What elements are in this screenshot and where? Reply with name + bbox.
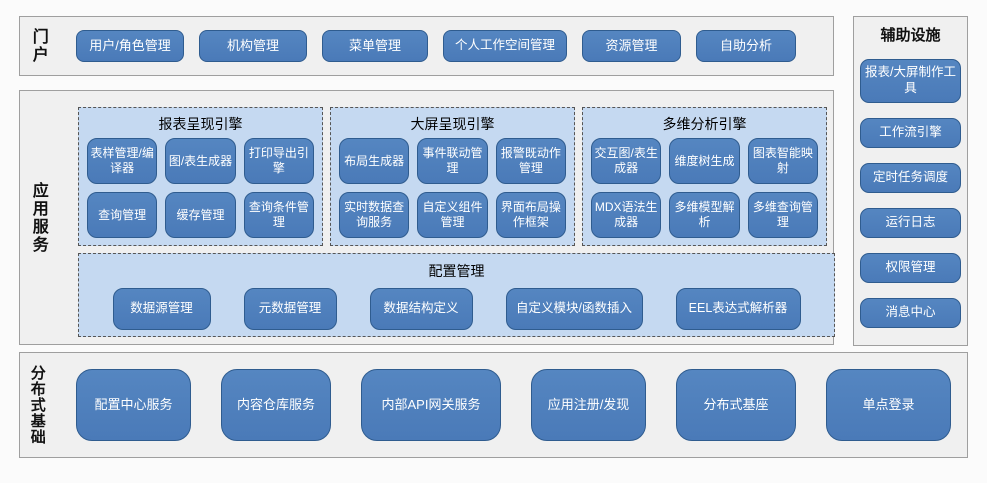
- metadata-mgmt-button[interactable]: 元数据管理: [243, 288, 337, 330]
- auxiliary-facilities-panel: 辅助设施 报表/大屏制作工具 工作流引擎 定时任务调度 运行日志 权限管理 消息…: [853, 16, 968, 346]
- multidim-model-parse-button[interactable]: 多维模型解析: [669, 192, 740, 238]
- auxiliary-button-column: 报表/大屏制作工具 工作流引擎 定时任务调度 运行日志 权限管理 消息中心: [860, 59, 961, 328]
- olap-engine-group: 多维分析引擎 交互图/表生成器 维度树生成 图表智能映射 MDX语法生成器 多维…: [582, 107, 827, 246]
- chart-table-generator-button[interactable]: 图/表生成器: [165, 138, 236, 184]
- custom-module-function-button[interactable]: 自定义模块/函数插入: [505, 288, 643, 330]
- scheduled-task-button[interactable]: 定时任务调度: [860, 163, 961, 193]
- datasource-mgmt-button[interactable]: 数据源管理: [112, 288, 211, 330]
- distributed-foundation-label: 分布式基础: [28, 365, 46, 445]
- chart-smart-mapping-button[interactable]: 图表智能映射: [747, 138, 818, 184]
- mdx-syntax-generator-button[interactable]: MDX语法生成器: [591, 192, 662, 238]
- personal-workspace-mgmt-button[interactable]: 个人工作空间管理: [443, 30, 567, 62]
- style-mgmt-compiler-button[interactable]: 表样管理/编译器: [87, 138, 158, 184]
- interactive-chart-generator-button[interactable]: 交互图/表生成器: [591, 138, 662, 184]
- query-mgmt-button[interactable]: 查询管理: [87, 192, 158, 238]
- config-mgmt-row: 数据源管理 元数据管理 数据结构定义 自定义模块/函数插入 EEL表达式解析器: [79, 288, 834, 330]
- user-role-mgmt-button[interactable]: 用户/角色管理: [76, 30, 184, 62]
- report-engine-title: 报表呈现引擎: [158, 116, 243, 132]
- bigscreen-engine-title: 大屏呈现引擎: [410, 116, 495, 132]
- portal-layer-label: 门户: [29, 28, 47, 64]
- app-services-layer-panel: 应用服务 报表呈现引擎 表样管理/编译器 图/表生成器 打印导出引擎 查询管理 …: [19, 90, 835, 345]
- report-bigscreen-tool-button[interactable]: 报表/大屏制作工具: [860, 59, 961, 103]
- multidim-query-mgmt-button[interactable]: 多维查询管理: [747, 192, 818, 238]
- app-register-discovery-button[interactable]: 应用注册/发现: [531, 369, 646, 441]
- portal-layer-panel: 门户 用户/角色管理 机构管理 菜单管理 个人工作空间管理 资源管理 自助分析: [19, 16, 834, 76]
- workflow-engine-button[interactable]: 工作流引擎: [860, 118, 961, 148]
- auxiliary-inner: 辅助设施 报表/大屏制作工具 工作流引擎 定时任务调度 运行日志 权限管理 消息…: [854, 17, 967, 328]
- config-mgmt-group: 配置管理 数据源管理 元数据管理 数据结构定义 自定义模块/函数插入 EEL表达…: [78, 253, 835, 337]
- distributed-base-button[interactable]: 分布式基座: [676, 369, 796, 441]
- query-condition-mgmt-button[interactable]: 查询条件管理: [243, 192, 314, 238]
- portal-button-row: 用户/角色管理 机构管理 菜单管理 个人工作空间管理 资源管理 自助分析: [76, 30, 796, 62]
- config-center-service-button[interactable]: 配置中心服务: [76, 369, 191, 441]
- event-linkage-mgmt-button[interactable]: 事件联动管理: [417, 138, 488, 184]
- config-mgmt-title: 配置管理: [428, 263, 485, 279]
- permission-mgmt-button[interactable]: 权限管理: [860, 253, 961, 283]
- message-center-button[interactable]: 消息中心: [860, 298, 961, 328]
- distributed-button-row: 配置中心服务 内容仓库服务 内部API网关服务 应用注册/发现 分布式基座 单点…: [76, 369, 951, 441]
- content-repo-service-button[interactable]: 内容仓库服务: [221, 369, 331, 441]
- report-engine-group: 报表呈现引擎 表样管理/编译器 图/表生成器 打印导出引擎 查询管理 缓存管理 …: [78, 107, 323, 246]
- realtime-data-query-button[interactable]: 实时数据查询服务: [339, 192, 410, 238]
- app-services-layer-label: 应用服务: [29, 181, 47, 254]
- olap-engine-grid: 交互图/表生成器 维度树生成 图表智能映射 MDX语法生成器 多维模型解析 多维…: [591, 138, 818, 238]
- print-export-engine-button[interactable]: 打印导出引擎: [243, 138, 314, 184]
- distributed-foundation-panel: 分布式基础 配置中心服务 内容仓库服务 内部API网关服务 应用注册/发现 分布…: [19, 352, 968, 458]
- internal-api-gateway-button[interactable]: 内部API网关服务: [361, 369, 501, 441]
- data-structure-def-button[interactable]: 数据结构定义: [369, 288, 473, 330]
- sso-button[interactable]: 单点登录: [826, 369, 951, 441]
- custom-component-mgmt-button[interactable]: 自定义组件管理: [417, 192, 488, 238]
- layout-generator-button[interactable]: 布局生成器: [339, 138, 410, 184]
- olap-engine-title: 多维分析引擎: [662, 116, 747, 132]
- bigscreen-engine-grid: 布局生成器 事件联动管理 报警既动作管理 实时数据查询服务 自定义组件管理 界面…: [339, 138, 566, 238]
- engine-groups-row: 报表呈现引擎 表样管理/编译器 图/表生成器 打印导出引擎 查询管理 缓存管理 …: [78, 107, 827, 246]
- resource-mgmt-button[interactable]: 资源管理: [582, 30, 681, 62]
- ui-layout-framework-button[interactable]: 界面布局操作框架: [495, 192, 566, 238]
- menu-mgmt-button[interactable]: 菜单管理: [322, 30, 428, 62]
- alarm-action-mgmt-button[interactable]: 报警既动作管理: [495, 138, 566, 184]
- report-engine-grid: 表样管理/编译器 图/表生成器 打印导出引擎 查询管理 缓存管理 查询条件管理: [87, 138, 314, 238]
- self-service-analysis-button[interactable]: 自助分析: [696, 30, 796, 62]
- cache-mgmt-button[interactable]: 缓存管理: [165, 192, 236, 238]
- dimension-tree-button[interactable]: 维度树生成: [669, 138, 740, 184]
- auxiliary-title: 辅助设施: [880, 27, 941, 44]
- bigscreen-engine-group: 大屏呈现引擎 布局生成器 事件联动管理 报警既动作管理 实时数据查询服务 自定义…: [330, 107, 575, 246]
- eel-expression-parser-button[interactable]: EEL表达式解析器: [675, 288, 801, 330]
- run-log-button[interactable]: 运行日志: [860, 208, 961, 238]
- org-mgmt-button[interactable]: 机构管理: [199, 30, 307, 62]
